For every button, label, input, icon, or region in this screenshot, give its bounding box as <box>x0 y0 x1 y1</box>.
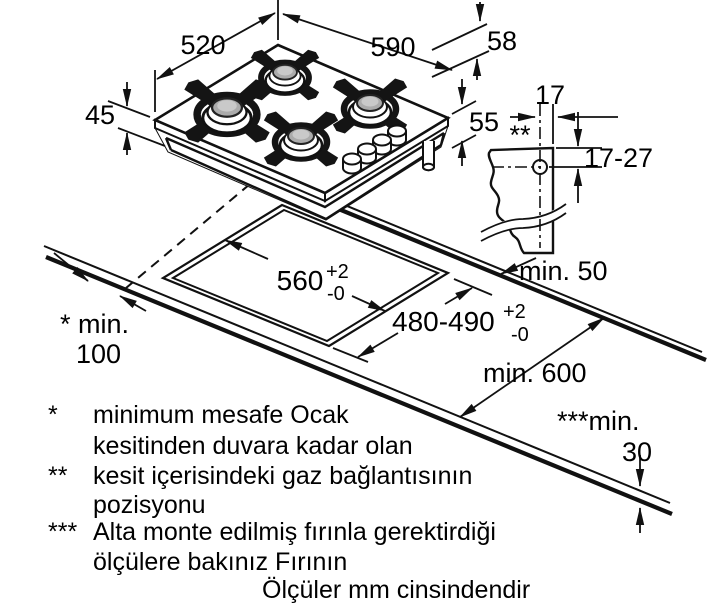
legend-text: Alta monte edilmiş fırınla gerektirdiği <box>93 518 496 546</box>
gas-connection-detail: 17 ** 17-27 <box>478 80 653 255</box>
legend-text: ölçülere bakınız Fırının <box>93 548 347 576</box>
hob-drawing <box>152 43 451 221</box>
dim-45: 45 <box>85 100 115 130</box>
break-mask <box>478 203 569 241</box>
dim-min-100-label: * min. <box>60 309 129 339</box>
dim-min-600-group: min. 600 <box>459 317 605 418</box>
cutout-inner-rim <box>170 208 441 343</box>
legend-text: minimum mesafe Ocak <box>93 401 349 429</box>
dim-min-100-group: * min. 100 <box>53 252 147 369</box>
gas-pipe <box>422 141 435 172</box>
dim-line-590 <box>282 13 453 71</box>
tolerance-minus: -0 <box>327 283 345 305</box>
dim-17-27-group: 17-27 <box>549 112 653 203</box>
units-note: Ölçüler mm cinsindendir <box>262 576 530 604</box>
legend-marker: ** <box>48 462 68 490</box>
dim-cutout-depth: 480-490 <box>392 306 495 337</box>
break-line <box>480 212 567 242</box>
legend-text: pozisyonu <box>93 491 206 519</box>
dim-17: 17 <box>535 80 565 110</box>
dim-520: 520 <box>180 30 225 60</box>
dim-min-30-label: ***min. <box>557 406 640 436</box>
tolerance-minus: -0 <box>511 324 529 346</box>
dim-55-group: 55 <box>451 79 499 166</box>
dim-min-50: min. 50 <box>519 256 608 286</box>
hob-body-lines <box>164 131 446 221</box>
tolerance-plus: +2 <box>326 261 349 283</box>
worktop-dimensions: 560 +2 -0 480-490 +2 -0 min. 50 * min. 1… <box>53 239 652 533</box>
dim-min-100-value: 100 <box>76 339 121 369</box>
worktop-front-edge-top <box>43 245 671 504</box>
dim-17-27: 17-27 <box>584 143 653 173</box>
dim-line-520 <box>156 12 276 80</box>
gas-position-marker: ** <box>509 120 531 150</box>
dim-55: 55 <box>469 107 499 137</box>
hob-dimensions: 520 590 58 45 55 <box>85 0 517 166</box>
dim-590: 590 <box>370 32 415 62</box>
legend-text: kesitinden duvara kadar olan <box>93 432 413 460</box>
legend-text: kesit içerisindeki gaz bağlantısının <box>93 462 472 490</box>
dim-560-group: 560 +2 -0 <box>224 239 386 312</box>
centerlines <box>492 104 541 248</box>
dim-45-group: 45 <box>85 82 166 155</box>
dim-min-50-group: min. 50 <box>500 256 608 286</box>
legend-marker: * <box>48 401 58 429</box>
control-knob <box>342 152 362 175</box>
dim-58-group: 58 <box>431 2 517 80</box>
break-line <box>480 203 567 233</box>
projection-dashed-line <box>125 183 251 289</box>
dim-min-600: min. 600 <box>483 358 587 388</box>
tolerance-plus: +2 <box>503 301 526 323</box>
dim-min-30-group: ***min. 30 <box>557 406 652 533</box>
dim-58: 58 <box>487 26 517 56</box>
legend-marker: *** <box>48 518 77 546</box>
worktop-front-edge <box>45 255 673 516</box>
dim-17-group: 17 <box>510 80 618 144</box>
dim-cutout-width: 560 <box>277 265 324 296</box>
dim-min-30-value: 30 <box>622 437 652 467</box>
legend: * minimum mesafe Ocak kesitinden duvara … <box>48 401 530 604</box>
